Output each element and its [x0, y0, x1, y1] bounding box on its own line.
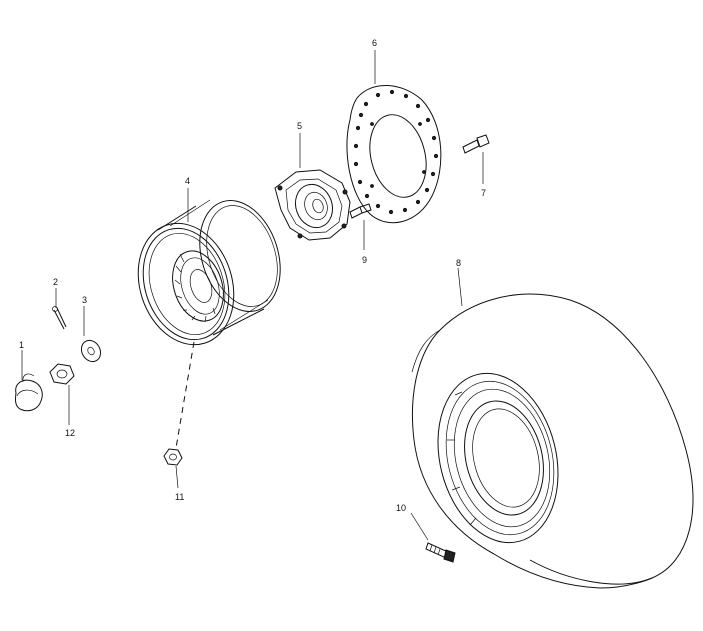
- callout-10: 10: [396, 503, 406, 513]
- callout-8: 8: [456, 258, 461, 268]
- callout-6: 6: [372, 38, 377, 48]
- part-12-castle-nut: [49, 363, 75, 425]
- callout-1: 1: [19, 340, 24, 350]
- callout-11: 11: [175, 492, 184, 502]
- callout-2: 2: [53, 277, 58, 287]
- callout-12: 12: [65, 428, 75, 438]
- part-8-tire: [411, 267, 694, 589]
- part-6-brake-disc: [346, 50, 442, 224]
- callout-7: 7: [481, 188, 486, 198]
- callout-9: 9: [362, 255, 367, 265]
- part-7-bolt: [462, 134, 490, 184]
- disc-holes: [353, 89, 439, 215]
- part-2-cotter-pin: [52, 288, 67, 330]
- part-9-wheel-stud: [349, 203, 372, 250]
- part-3-washer: [80, 306, 102, 363]
- callout-labels: 1 2 3 4 5 6 7 8 9 10 11 12: [19, 38, 486, 513]
- callout-5: 5: [297, 121, 302, 131]
- part-4-wheel-rim: [137, 188, 281, 449]
- part-10-valve-stem: [410, 512, 456, 563]
- part-5-hub: [274, 133, 351, 241]
- callout-3: 3: [82, 295, 87, 305]
- part-1-hub-cap: [15, 350, 43, 412]
- part-11-lug-nut: [163, 448, 183, 489]
- callout-4: 4: [185, 176, 190, 186]
